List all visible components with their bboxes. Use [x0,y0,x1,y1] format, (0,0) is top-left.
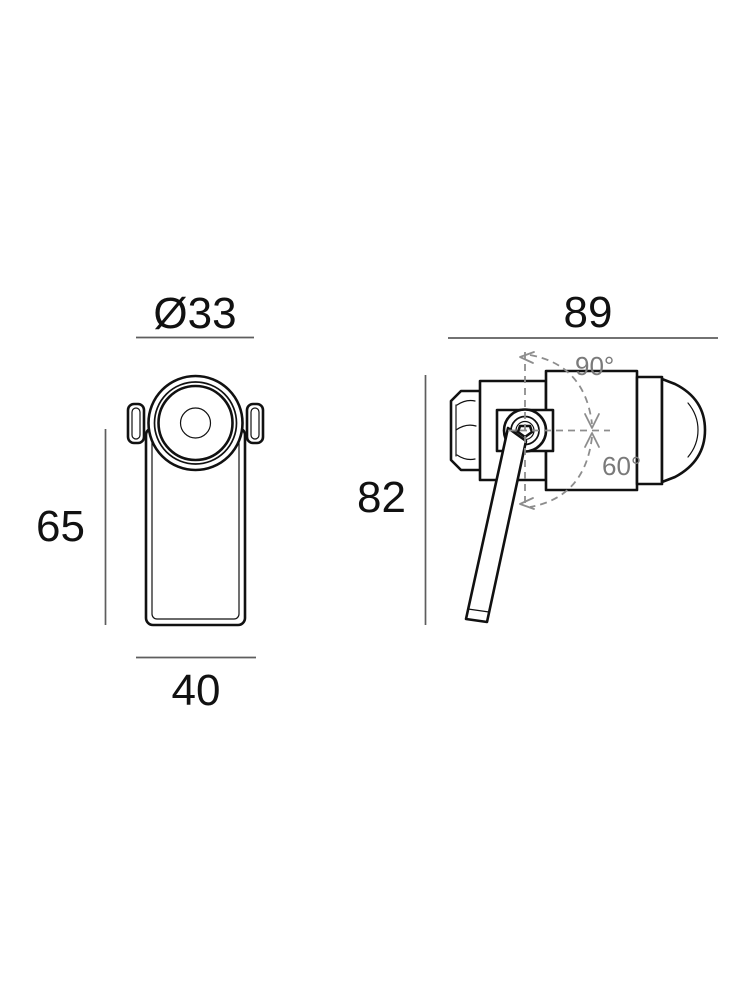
side-ground-spike-arm [464,426,528,624]
side-height-label: 82 [357,473,406,522]
side-hinge-screw-head [516,424,534,439]
side-lens-dome [660,377,707,484]
front-right-lug [245,402,265,445]
angle-90-arc [529,354,593,425]
front-height-label: 65 [36,502,85,551]
front-diameter-label: Ø33 [153,289,236,338]
front-left-lug-inner [131,407,141,440]
angle-90-label: 90° [575,351,614,381]
front-head-led-aperture [179,407,212,439]
angle-60-arc [529,436,593,508]
side-gland-facet-3 [456,454,476,461]
side-length-label: 89 [564,288,613,337]
side-view-group: 89 82 90° 60° [357,288,718,625]
angle-90-arrow-down [584,413,600,429]
angle-60-arrow-up [584,432,600,448]
front-head-ring-2 [153,381,238,465]
front-view-group: Ø33 65 40 [36,289,265,715]
side-spike-tip-line [467,608,490,613]
front-left-lug [126,402,146,445]
angle-60-arrow-left [519,497,535,510]
angle-90-arrow-left [519,351,535,364]
front-width-label: 40 [172,666,221,715]
front-right-lug-inner [250,407,260,440]
angle-60-label: 60° [602,451,641,481]
side-gland-facet-1 [456,399,476,406]
side-lens-highlight [687,402,699,458]
front-head-ring-3 [157,384,234,462]
side-gland-facet-2 [455,424,477,431]
